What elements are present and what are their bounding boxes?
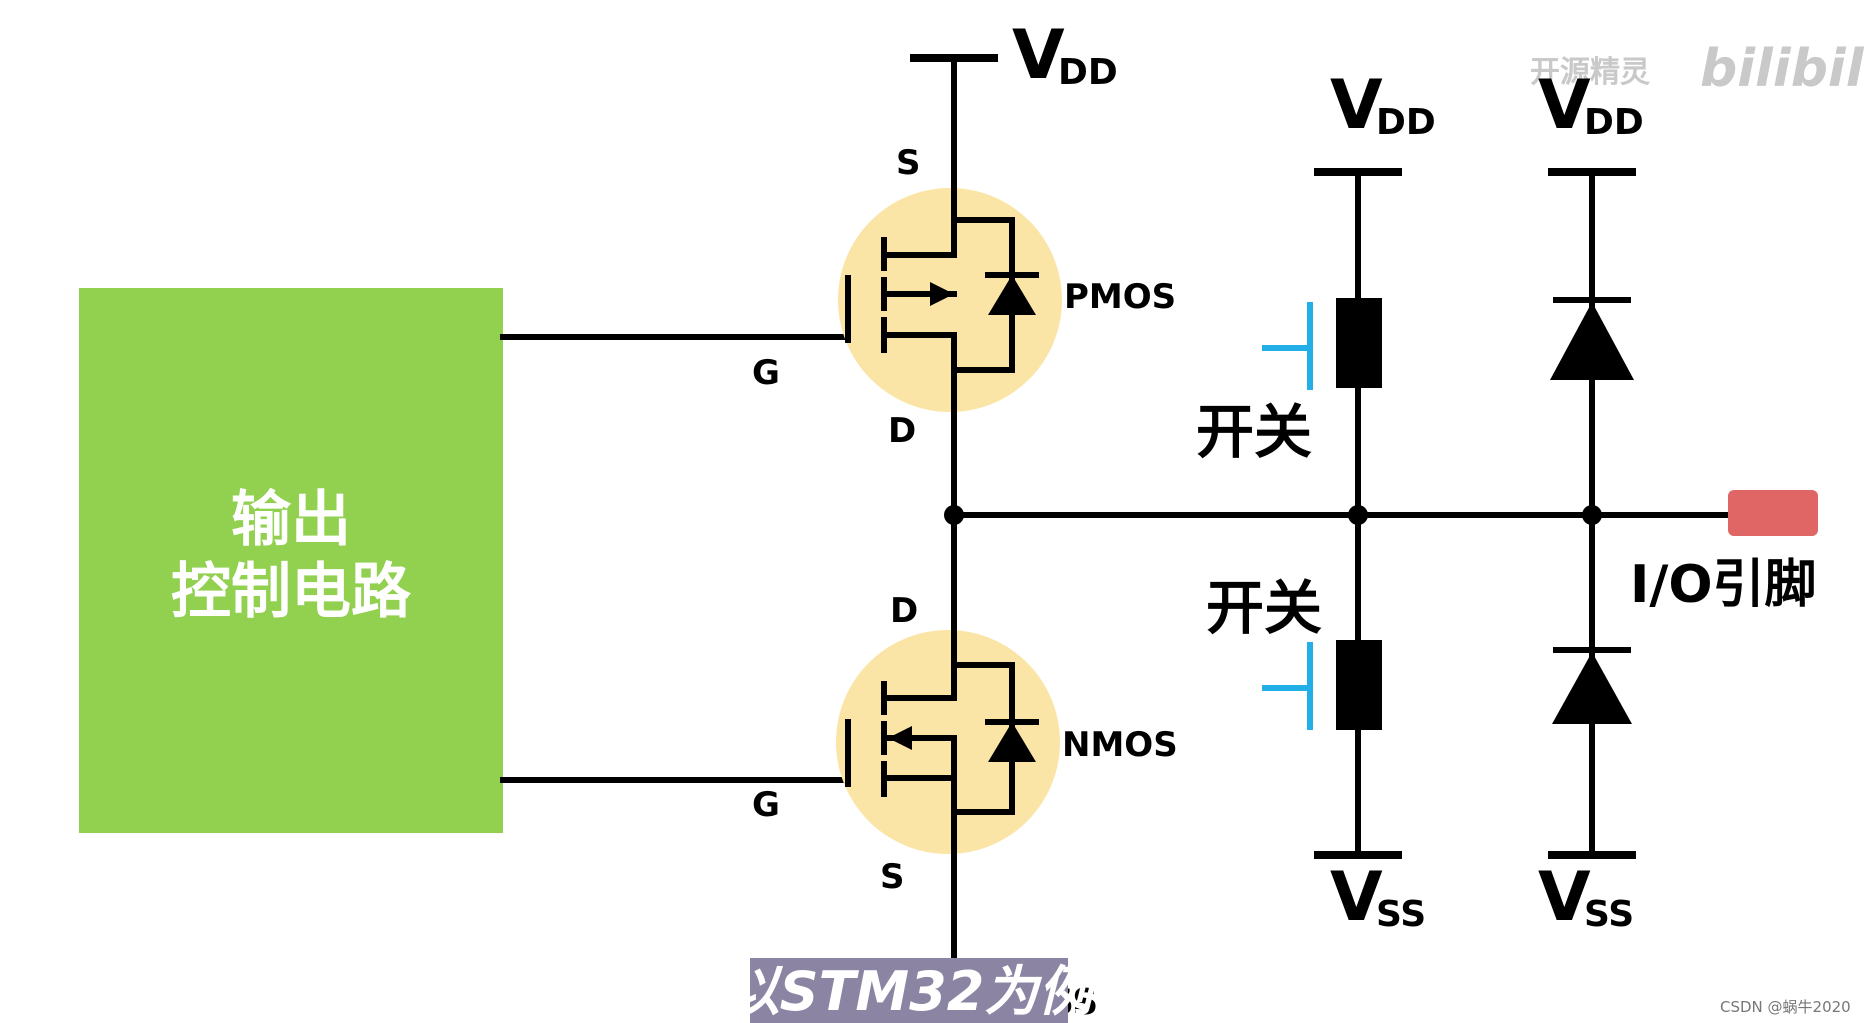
watermark-bilibili-logo: bilibili (1700, 39, 1864, 99)
switch-vss-sub: SS (1376, 894, 1426, 935)
io-pin-pad (1728, 490, 1818, 536)
nmos-arrow (888, 726, 912, 750)
nmos-body-diode (988, 722, 1036, 762)
output-control-block (79, 288, 503, 833)
switch-vdd-label: V (1330, 66, 1383, 145)
pmos-gate-pin: G (752, 353, 780, 393)
pmos-body (838, 188, 1062, 412)
diode-vss-label: V (1538, 858, 1591, 937)
nmos-gate-pin: G (752, 785, 780, 825)
pmos-type-label: PMOS (1064, 277, 1176, 317)
lower-protection-diode (1552, 652, 1632, 724)
caption-background (750, 958, 1068, 1023)
upper-switch-label: 开关 (1196, 398, 1312, 466)
io-pin-label: I/O引脚 (1630, 555, 1817, 615)
diode-vss-sub: SS (1584, 894, 1634, 935)
output-control-label-line2: 控制电路 (171, 557, 412, 627)
nmos-drain-pin: D (890, 591, 918, 631)
pmos-vdd-label: V (1012, 16, 1065, 95)
upper-protection-diode (1550, 302, 1634, 380)
lower-switch (1336, 640, 1382, 730)
watermark-channel-text: 开源精灵 (1530, 55, 1650, 90)
switch-vss-label: V (1330, 858, 1383, 937)
nmos-type-label: NMOS (1062, 725, 1178, 765)
csdn-watermark: CSDN @蜗牛2020 (1720, 998, 1851, 1016)
output-control-label-line1: 输出 (231, 485, 351, 555)
pmos-source-pin: S (896, 143, 921, 183)
diode-vdd-label: V (1538, 66, 1591, 145)
diode-vdd-sub: DD (1584, 102, 1644, 143)
diode-node (1582, 505, 1602, 525)
pmos-body-diode (988, 275, 1036, 315)
caption-text: 以STM32为例 (726, 960, 1102, 1023)
nmos-source-pin: S (880, 857, 905, 897)
pmos-arrow (930, 282, 954, 306)
nmos-body (836, 630, 1060, 854)
pmos-vdd-sub: DD (1058, 52, 1118, 93)
lower-switch-label: 开关 (1206, 574, 1322, 642)
pmos-drain-pin: D (888, 411, 916, 451)
switch-vdd-sub: DD (1376, 102, 1436, 143)
upper-switch (1336, 298, 1382, 388)
